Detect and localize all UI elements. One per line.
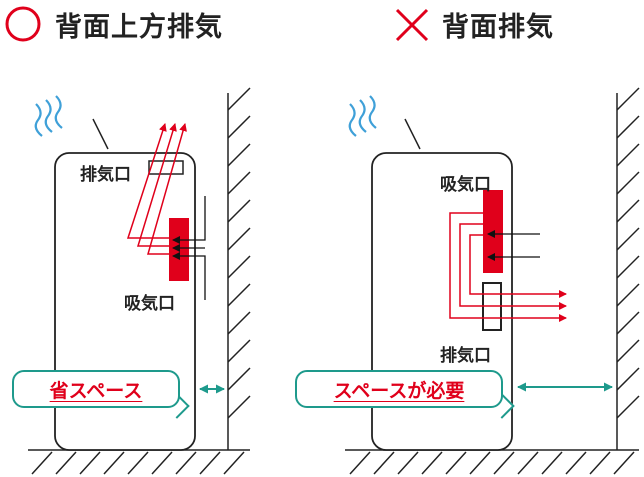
left-callout-text: 省スペース — [49, 380, 143, 402]
left-exhaust-vent — [148, 160, 184, 175]
right-callout-text: スペースが必要 — [333, 380, 465, 402]
right-callout-bubble: スペースが必要 — [295, 370, 503, 408]
right-floor — [345, 449, 639, 475]
right-intake-vent — [483, 190, 503, 273]
left-heat-wave-icon — [34, 95, 63, 137]
bad-title: 背面排気 — [442, 12, 554, 43]
left-intake-vent — [169, 218, 189, 281]
right-wall — [616, 87, 640, 450]
left-exhaust-label: 排気口 — [80, 165, 131, 185]
left-leader-line — [92, 118, 109, 150]
left-wall — [227, 87, 251, 450]
left-intake-label: 吸気口 — [124, 294, 175, 314]
circle-icon — [5, 6, 41, 42]
left-floor — [28, 449, 250, 475]
right-exhaust-label: 排気口 — [440, 346, 491, 366]
cross-icon — [395, 8, 429, 42]
left-callout-bubble: 省スペース — [12, 370, 180, 408]
right-heat-wave-icon — [348, 95, 377, 137]
left-exhaust-airflow — [126, 123, 187, 255]
right-exhaust-airflow — [449, 212, 567, 322]
right-leader-line — [404, 118, 421, 150]
right-intake-label: 吸気口 — [440, 175, 491, 195]
left-intake-airflow — [172, 196, 206, 300]
good-title: 背面上方排気 — [55, 12, 223, 43]
right-intake-airflow — [487, 230, 540, 261]
